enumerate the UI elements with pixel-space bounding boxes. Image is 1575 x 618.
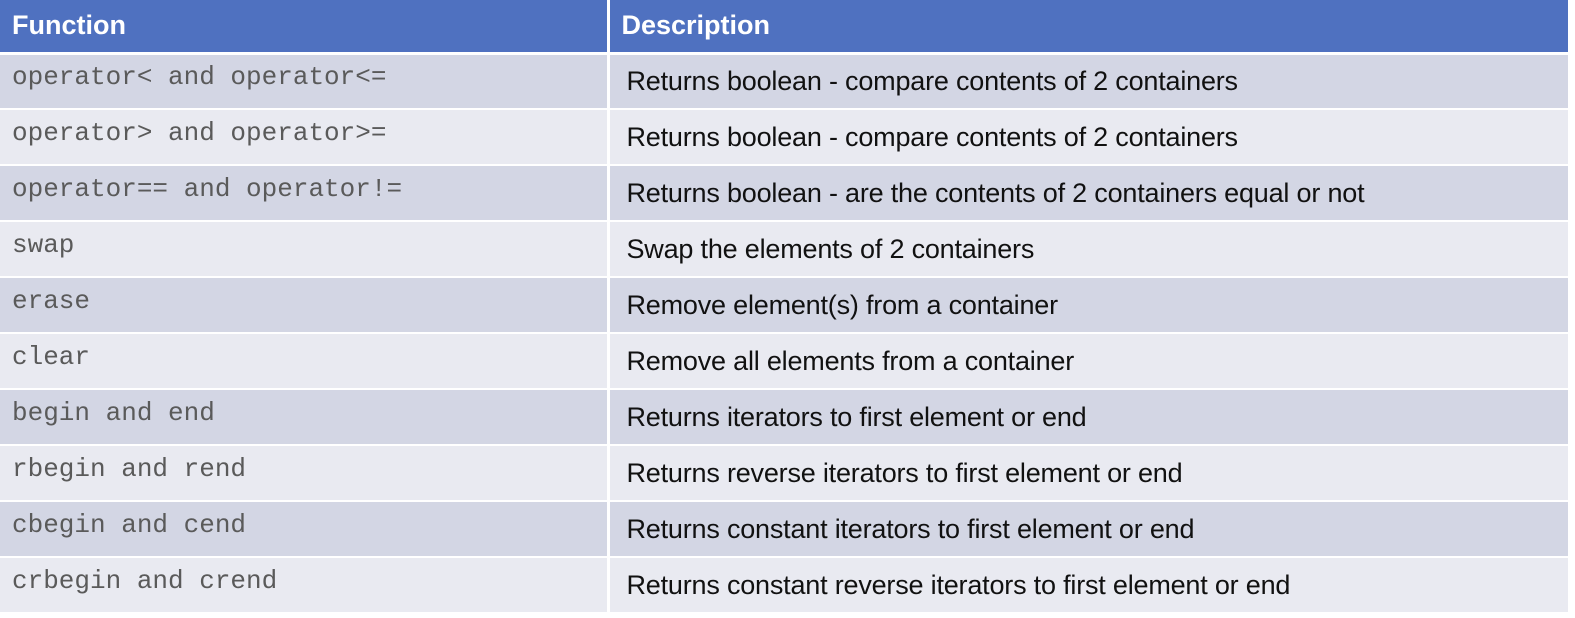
table-row: erase Remove element(s) from a container [0, 277, 1568, 334]
description-cell: Remove element(s) from a container [608, 277, 1568, 334]
table-row: operator== and operator!= Returns boolea… [0, 165, 1568, 222]
function-cell: operator< and operator<= [0, 53, 610, 110]
description-cell: Returns boolean - compare contents of 2 … [608, 109, 1568, 166]
table-row: swap Swap the elements of 2 containers [0, 221, 1568, 278]
function-cell: clear [0, 333, 610, 390]
function-cell: operator> and operator>= [0, 109, 610, 166]
function-cell: operator== and operator!= [0, 165, 610, 222]
table-row: clear Remove all elements from a contain… [0, 333, 1568, 390]
function-cell: erase [0, 277, 610, 334]
description-cell: Returns iterators to first element or en… [608, 389, 1568, 446]
function-cell: swap [0, 221, 610, 278]
description-cell: Remove all elements from a container [608, 333, 1568, 390]
table-row: crbegin and crend Returns constant rever… [0, 557, 1568, 614]
function-cell: cbegin and cend [0, 501, 610, 558]
table-row: cbegin and cend Returns constant iterato… [0, 501, 1568, 558]
table-header-row: Function Description [0, 0, 1568, 55]
table-row: begin and end Returns iterators to first… [0, 389, 1568, 446]
table-row: rbegin and rend Returns reverse iterator… [0, 445, 1568, 502]
description-cell: Returns constant iterators to first elem… [608, 501, 1568, 558]
table-row: operator< and operator<= Returns boolean… [0, 53, 1568, 110]
description-cell: Swap the elements of 2 containers [608, 221, 1568, 278]
column-header-description: Description [608, 0, 1568, 55]
table-row: operator> and operator>= Returns boolean… [0, 109, 1568, 166]
description-cell: Returns reverse iterators to first eleme… [608, 445, 1568, 502]
description-cell: Returns constant reverse iterators to fi… [608, 557, 1568, 614]
column-header-function: Function [0, 0, 610, 55]
function-cell: crbegin and crend [0, 557, 610, 614]
description-cell: Returns boolean - compare contents of 2 … [608, 53, 1568, 110]
function-cell: rbegin and rend [0, 445, 610, 502]
function-cell: begin and end [0, 389, 610, 446]
description-cell: Returns boolean - are the contents of 2 … [608, 165, 1568, 222]
